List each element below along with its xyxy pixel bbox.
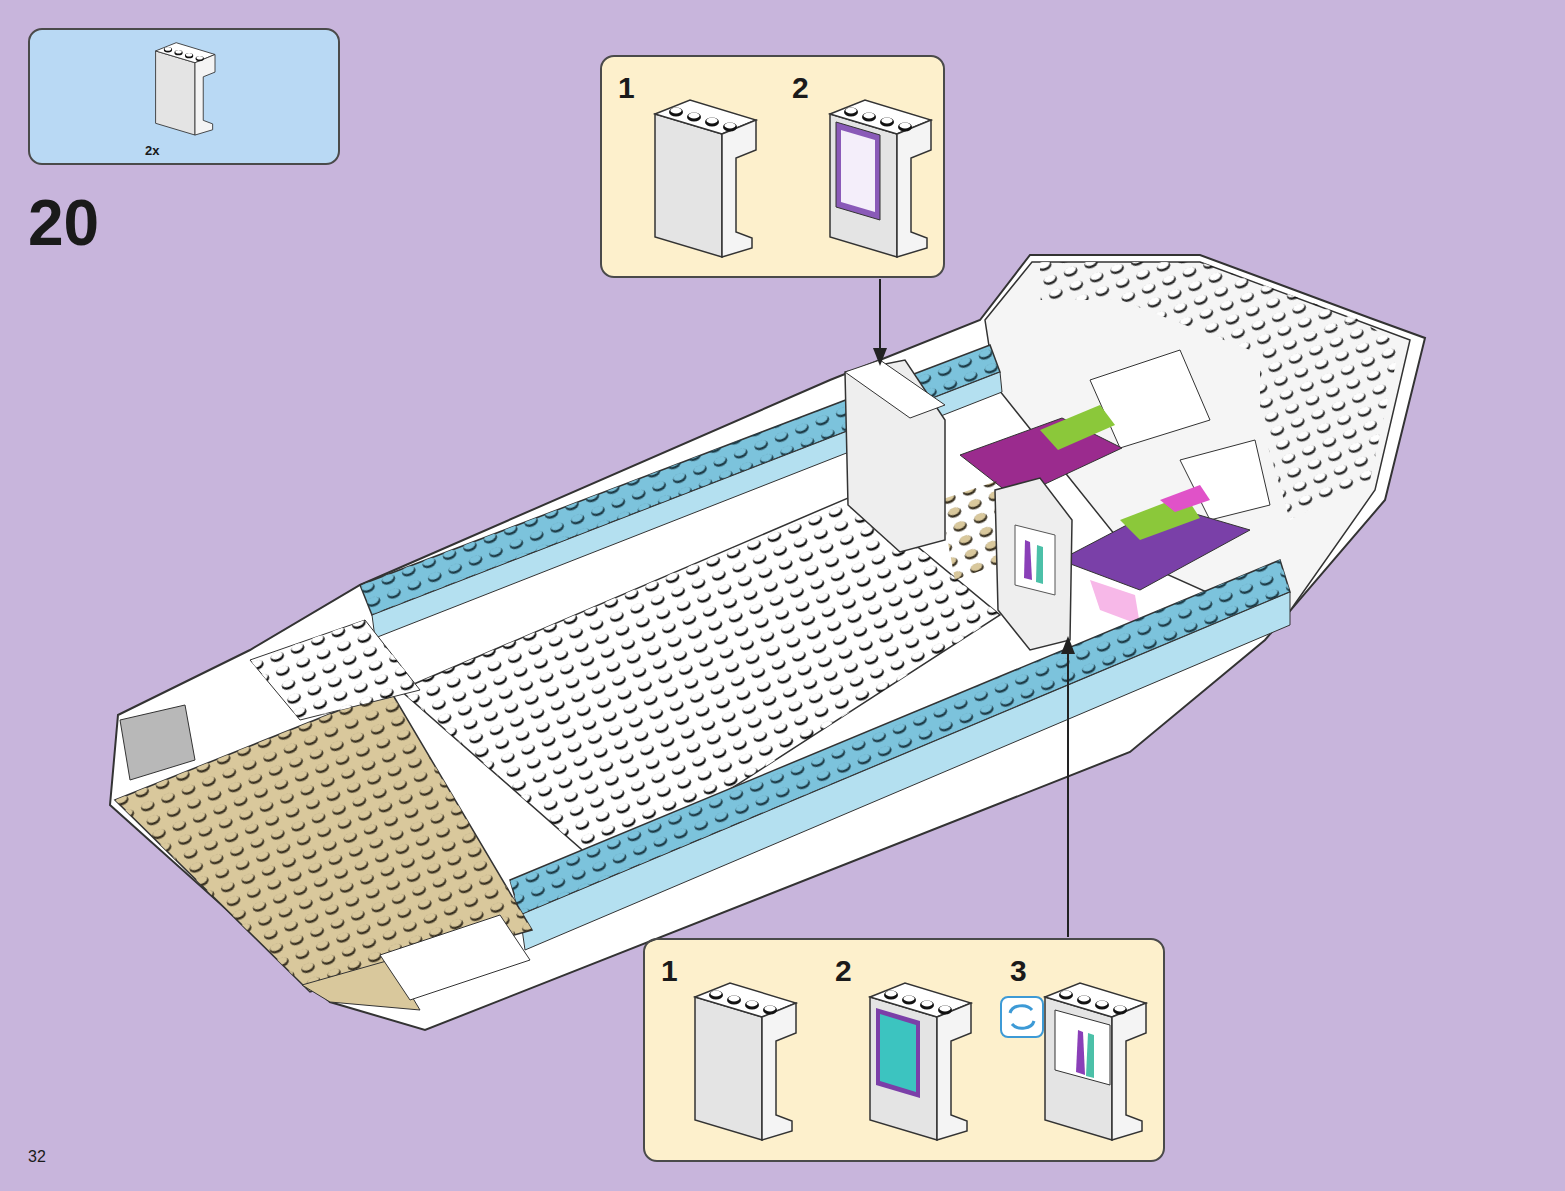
step-number: 20 xyxy=(28,187,99,259)
illustration-polygon xyxy=(995,478,1072,650)
illustration-polygon xyxy=(1055,1010,1110,1085)
text-slot: 2x xyxy=(145,141,159,159)
text-slot: 32 xyxy=(28,1148,46,1166)
text-slot: 2 xyxy=(792,71,809,105)
illustration-line xyxy=(1067,652,1069,937)
illustration-polygon xyxy=(250,620,420,720)
illustration-polygon xyxy=(1180,440,1270,520)
illustration-polygon xyxy=(510,560,1290,915)
text-slot: 20 xyxy=(28,186,99,260)
illustration-polygon xyxy=(1024,540,1032,580)
illustration-polygon xyxy=(110,255,1425,1030)
illustration-rect xyxy=(29,29,339,164)
illustration-polygon xyxy=(1090,580,1140,625)
illustration-rect xyxy=(1001,997,1043,1037)
illustration-line xyxy=(879,279,881,350)
illustration-polygon xyxy=(836,122,880,220)
illustration-polygon xyxy=(841,130,875,212)
illustration-rect xyxy=(601,56,944,277)
illustration-use xyxy=(655,100,756,257)
illustration-polygon xyxy=(520,592,1290,950)
illustration-polygon xyxy=(1090,350,1210,448)
illustration-use xyxy=(695,983,796,1140)
illustration-path xyxy=(1012,1021,1034,1028)
illustration-polygon xyxy=(1076,1030,1085,1075)
illustration-polygon xyxy=(845,360,945,418)
illustration-use xyxy=(1045,983,1146,1140)
text-slot: 1 xyxy=(618,71,635,105)
illustration-polygon xyxy=(1086,1033,1094,1078)
illustration-polygon xyxy=(380,915,530,1000)
illustration-use xyxy=(830,100,931,257)
illustration-polygon xyxy=(250,620,420,720)
parts-box: 2x xyxy=(28,28,340,165)
illustration-polygon xyxy=(845,360,945,552)
illustration-polygon xyxy=(1260,320,1400,520)
illustration-rect xyxy=(644,939,1164,1161)
illustration-polygon xyxy=(873,348,887,366)
illustration-path xyxy=(1010,1006,1032,1013)
callout-number: 1 xyxy=(661,954,678,987)
callout-box: 1 2 3 xyxy=(643,938,1165,1162)
quantity-label: 2x xyxy=(145,143,159,158)
callout-number: 3 xyxy=(1010,954,1027,987)
illustration-polygon xyxy=(360,345,1000,615)
illustration-use xyxy=(156,43,215,135)
illustration-polygon xyxy=(1160,485,1210,512)
illustration-polygon xyxy=(876,1008,920,1098)
text-slot: 3 xyxy=(1010,954,1027,988)
illustration-polygon xyxy=(120,705,195,780)
illustration-polygon xyxy=(880,1014,916,1092)
callout-box: 12 xyxy=(600,55,945,278)
callout-number: 2 xyxy=(792,71,809,104)
page-number: 32 xyxy=(28,1148,46,1165)
illustration-use xyxy=(870,983,971,1140)
callout-number: 1 xyxy=(618,71,635,104)
illustration-polygon xyxy=(510,560,1290,915)
illustration-polygon xyxy=(360,345,1000,615)
callout-number: 2 xyxy=(835,954,852,987)
text-slot: 2 xyxy=(835,954,852,988)
illustration-polygon xyxy=(1015,525,1055,595)
illustration-polygon xyxy=(1040,405,1115,450)
text-slot: 1 xyxy=(661,954,678,988)
illustration-polygon xyxy=(1061,636,1075,654)
illustration-polygon xyxy=(1036,545,1043,584)
